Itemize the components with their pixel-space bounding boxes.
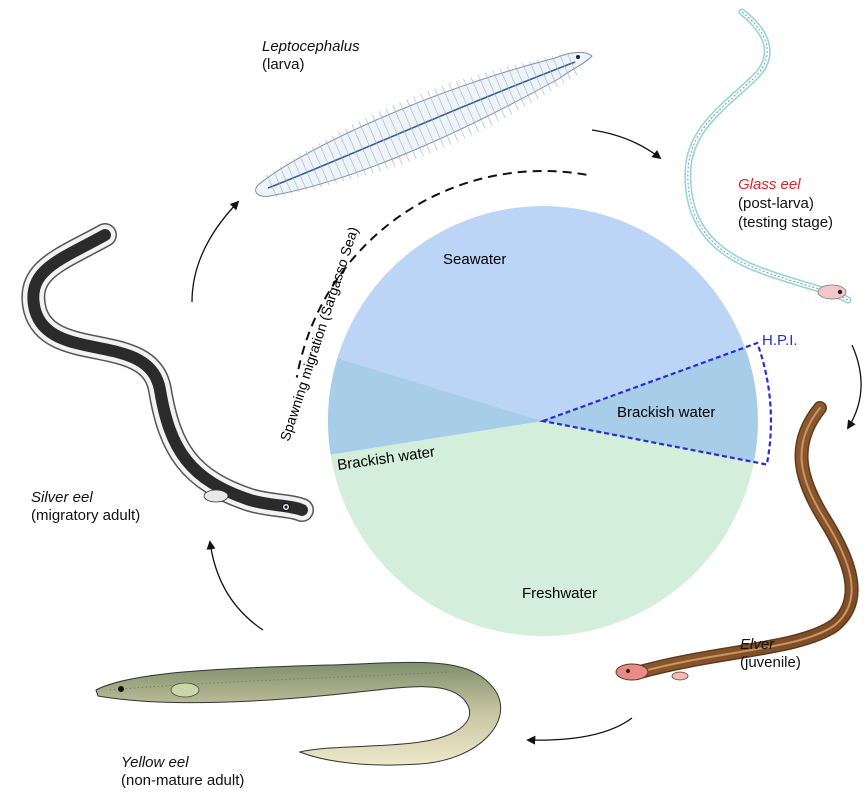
leptocephalus-desc: (larva) [262, 56, 305, 74]
seawater-label: Seawater [443, 251, 506, 268]
brackish-right-label: Brackish water [617, 404, 715, 421]
freshwater-label: Freshwater [522, 585, 597, 602]
silver-eel-desc: (migratory adult) [31, 507, 140, 525]
glass-eel-icon [688, 12, 848, 300]
elver-desc: (juvenile) [740, 654, 801, 672]
leptocephalus-larva-icon [256, 52, 592, 197]
silver-eel-icon [33, 235, 302, 511]
glass-eel-name: Glass eel [738, 176, 801, 194]
glass-eel-desc-2: (testing stage) [738, 214, 833, 232]
leptocephalus-name: Leptocephalus [262, 38, 360, 56]
elver-name: Elver [740, 636, 774, 654]
water-zone-pie [328, 206, 771, 636]
cycle-arrow-icon [528, 718, 632, 740]
hpi-label: H.P.I. [762, 332, 798, 349]
cycle-arrow-icon [848, 345, 861, 428]
cycle-arrow-icon [192, 202, 238, 302]
glass-eel-desc-1: (post-larva) [738, 195, 814, 213]
cycle-arrow-icon [210, 542, 263, 630]
yellow-eel-desc: (non-mature adult) [121, 772, 244, 790]
yellow-eel-name: Yellow eel [121, 754, 189, 772]
yellow-eel-icon [96, 662, 501, 765]
cycle-arrow-icon [592, 130, 660, 158]
silver-eel-name: Silver eel [31, 489, 93, 507]
